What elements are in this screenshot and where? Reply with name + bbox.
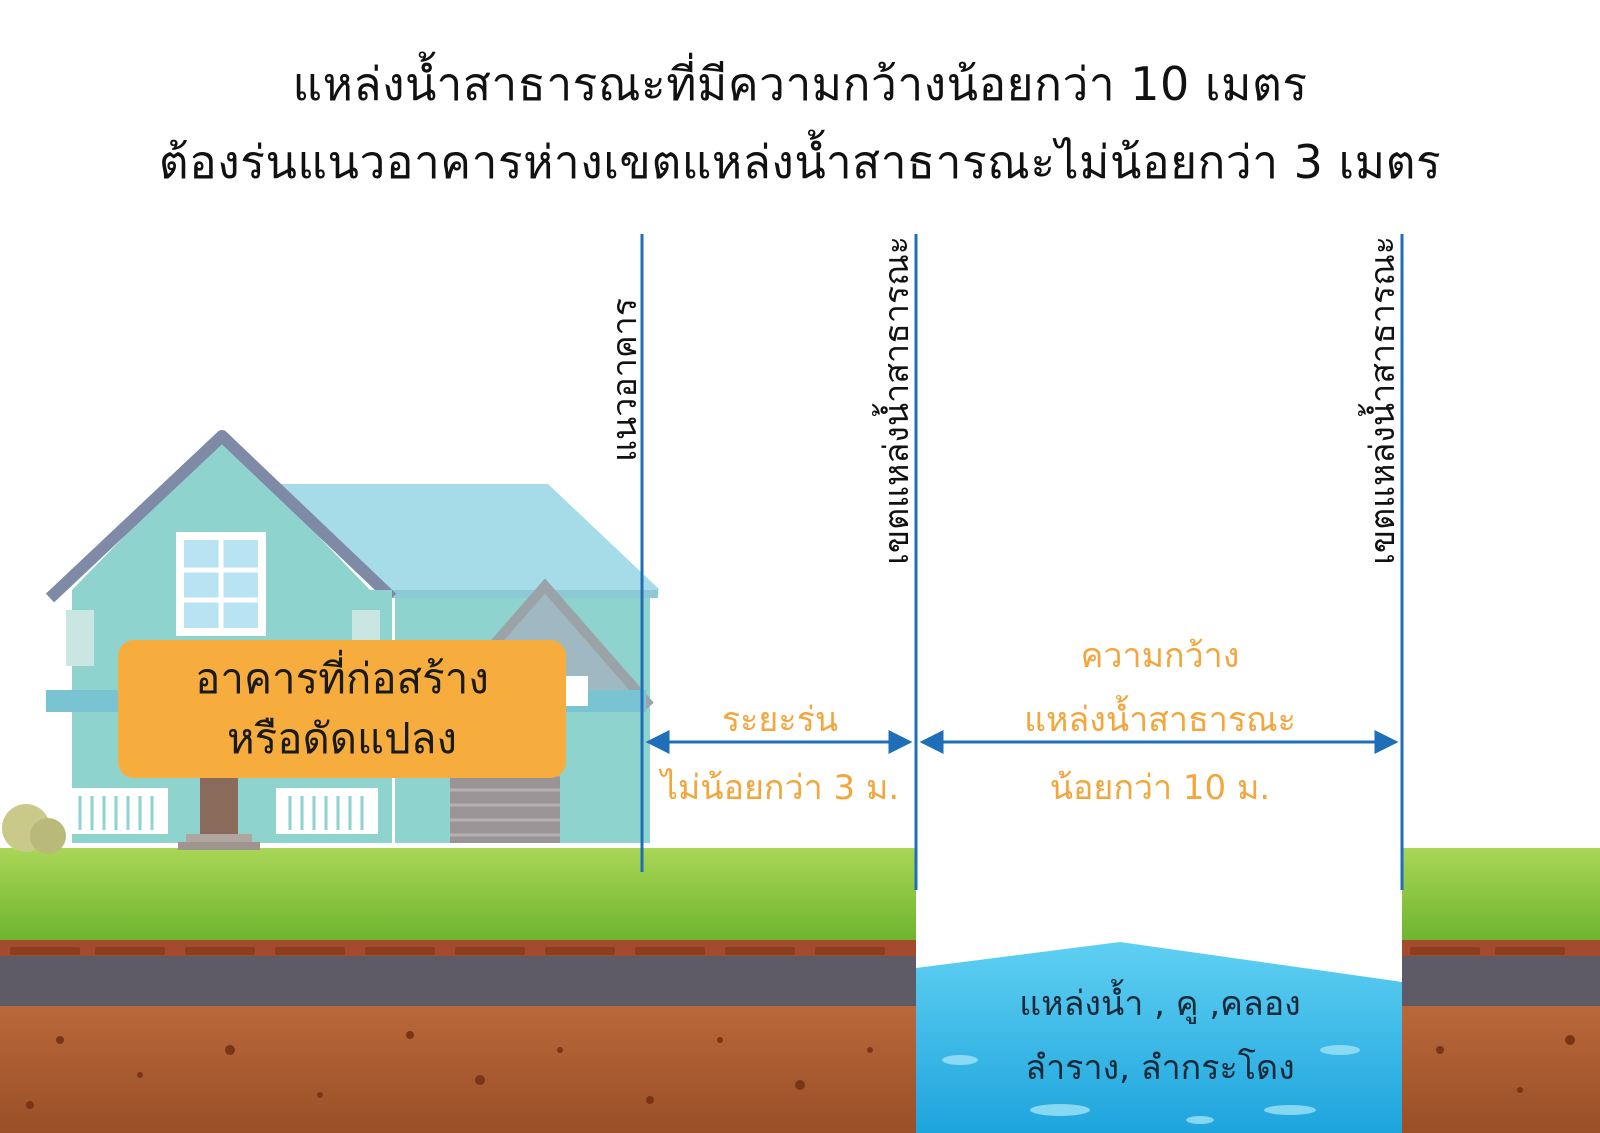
width-label-1: ความกว้าง [1080,636,1240,676]
building-line-label: แนวอาคาร [605,298,645,462]
title-line-2: ต้องร่นแนวอาคารห่างเขตแหล่งน้ำสาธารณะไม่… [158,135,1442,189]
water-boundary-right-label: เขตแหล่งน้ำสาธารณะ [1363,236,1403,565]
title-line-1: แหล่งน้ำสาธารณะที่มีความกว้างน้อยกว่า 10… [292,57,1308,111]
building-label-box: อาคารที่ก่อสร้าง หรือดัดแปลง [118,640,566,778]
setback-label-1: ระยะร่น [721,700,839,740]
bush [2,804,66,854]
setback-label-2: ไม่น้อยกว่า 3 ม. [660,768,900,808]
water-body [916,942,1402,1133]
ground-right [1402,848,1600,1133]
water-label-1: แหล่งน้ำ , คู ,คลอง [1019,984,1301,1024]
width-label-2: แหล่งน้ำสาธารณะ [1024,700,1296,740]
building-label-line-2: หรือดัดแปลง [227,714,457,763]
water-label-2: ลำราง, ลำกระโดง [1025,1048,1295,1088]
building-label-line-1: อาคารที่ก่อสร้าง [195,654,489,703]
width-label-3: น้อยกว่า 10 ม. [1049,768,1271,808]
water-boundary-left-label: เขตแหล่งน้ำสาธารณะ [877,236,917,565]
porch-railing [66,788,378,834]
ground-left [0,848,916,1133]
